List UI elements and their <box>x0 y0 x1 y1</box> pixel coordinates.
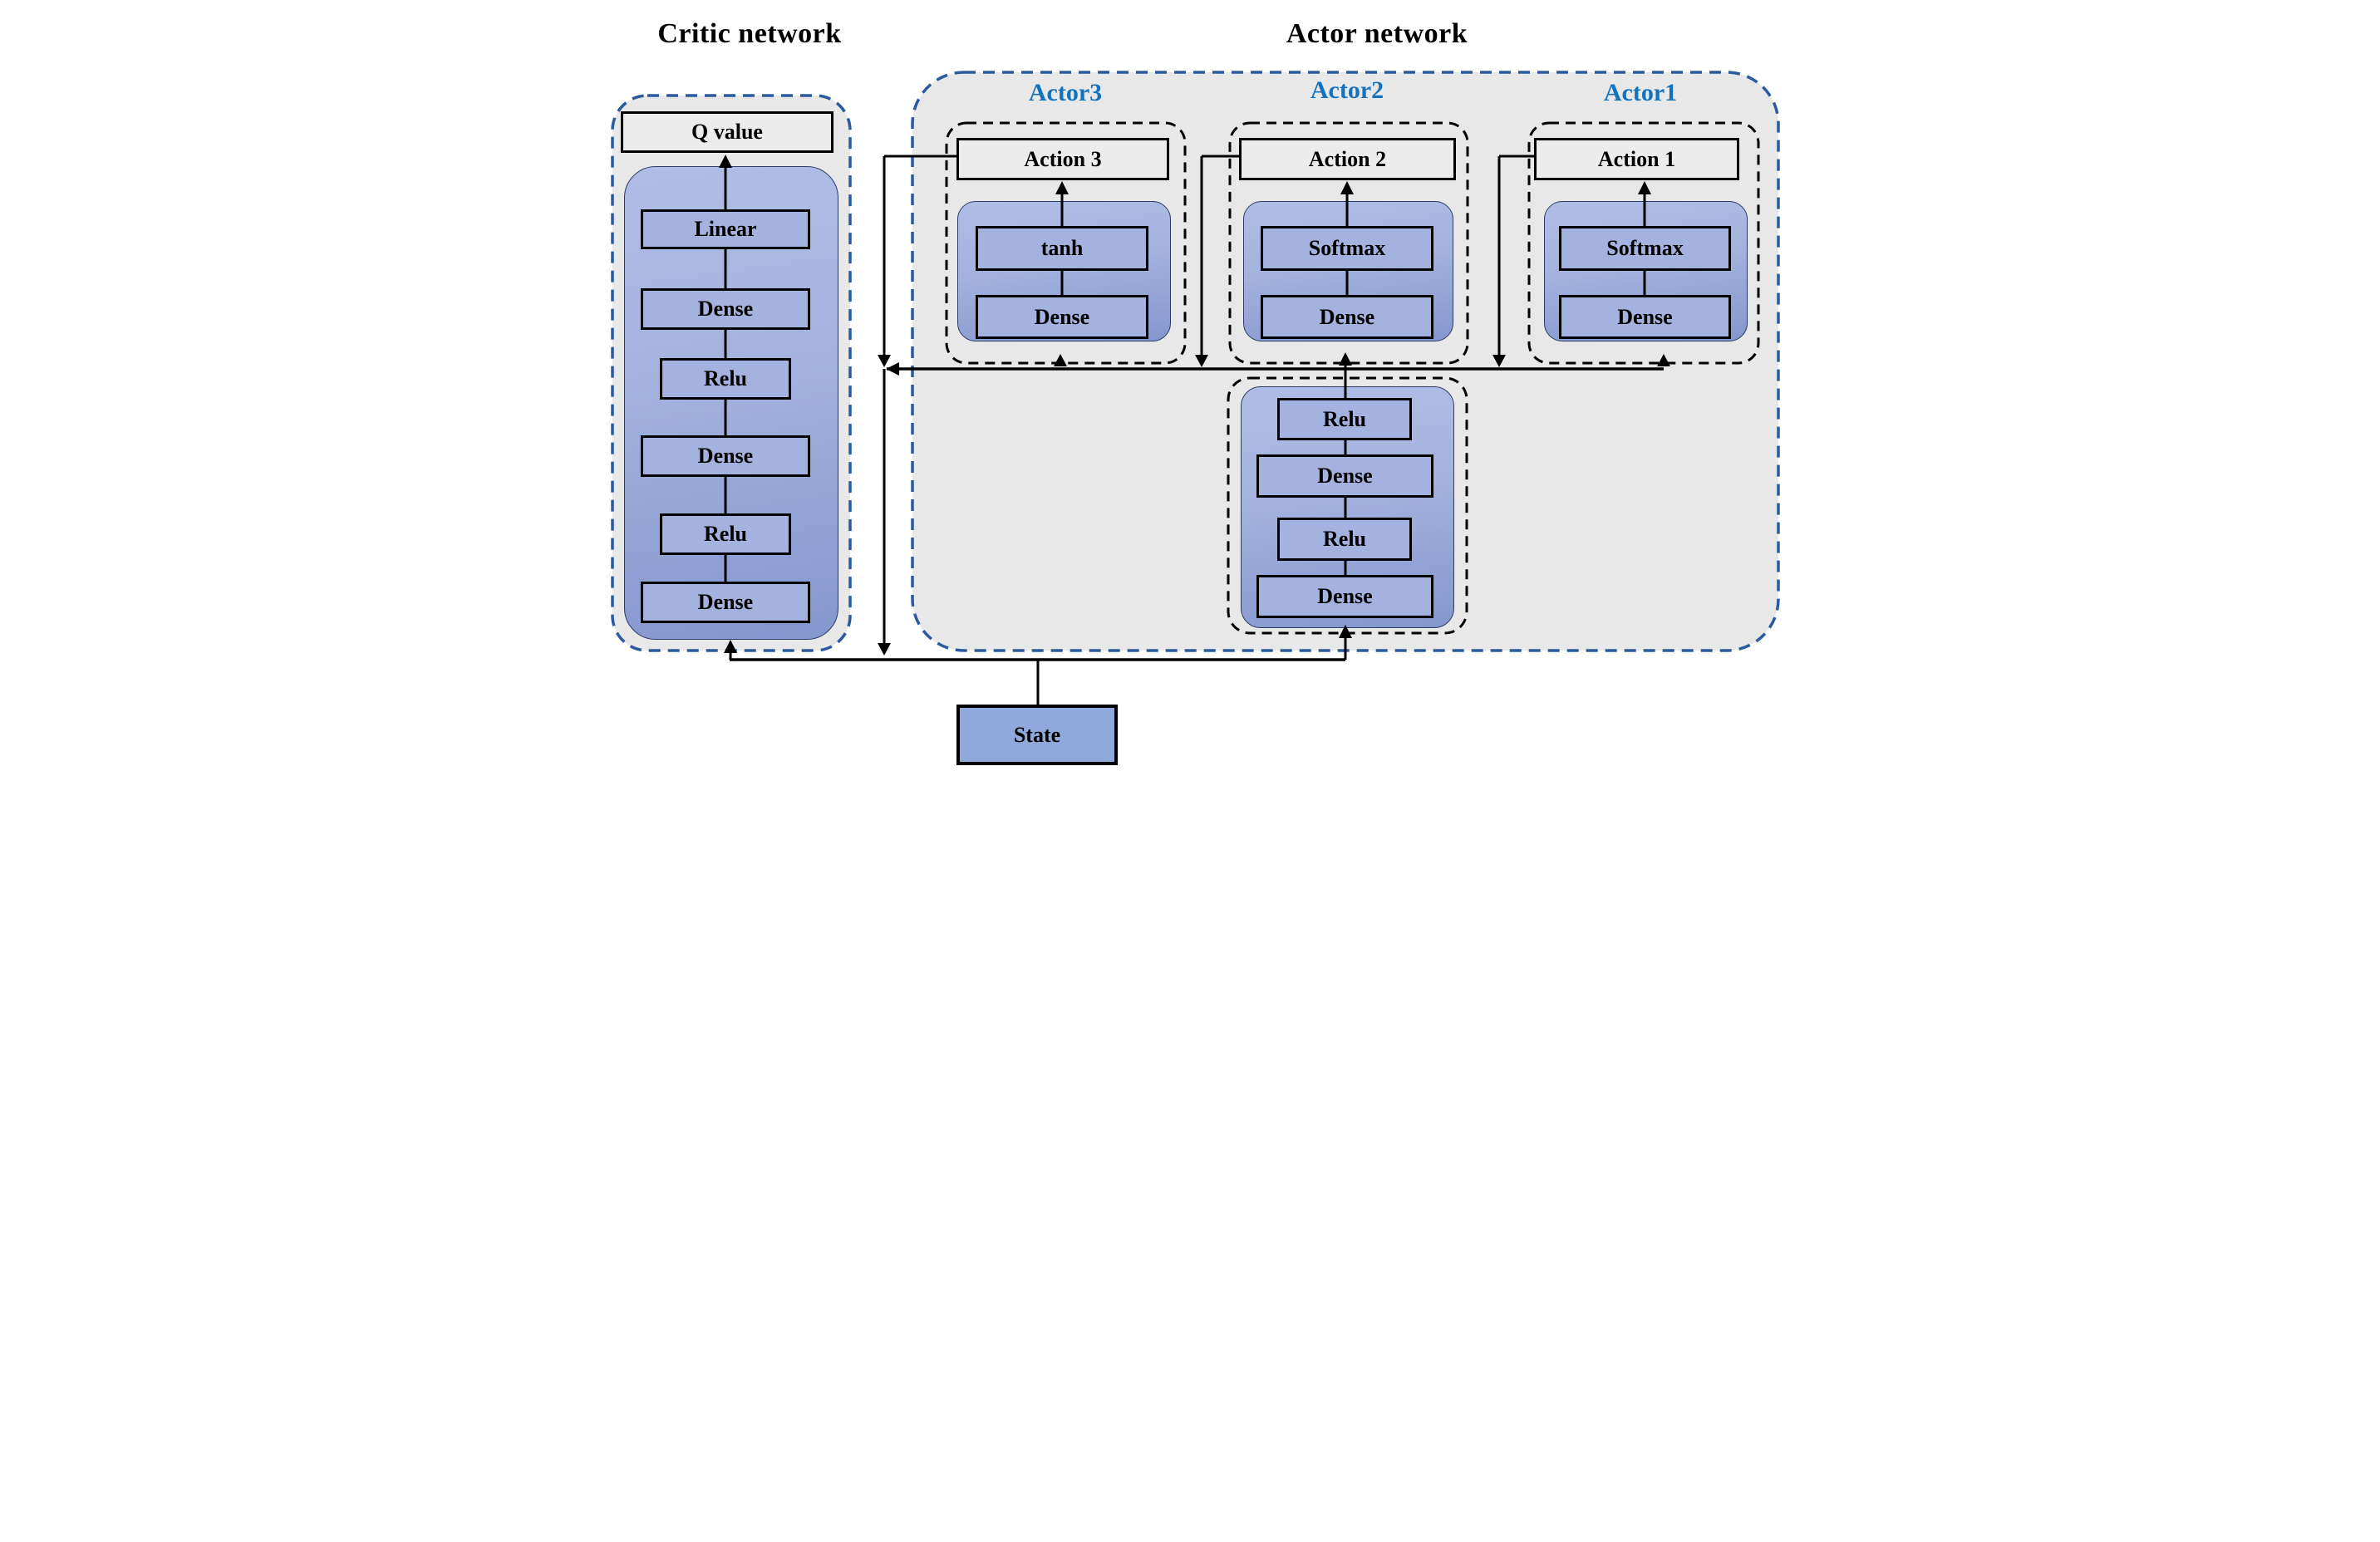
actor1-layer-softmax: Softmax <box>1559 226 1731 271</box>
action2-box: Action 2 <box>1239 138 1456 180</box>
actor3-layer-dense: Dense <box>976 295 1148 339</box>
shared-layer-dense-2: Dense <box>1256 575 1433 618</box>
shared-layer-dense-1: Dense <box>1256 454 1433 498</box>
critic-layer-dense-3: Dense <box>641 582 810 623</box>
distributor-line <box>886 354 1670 376</box>
actor2-layer-dense: Dense <box>1261 295 1433 339</box>
shared-layer-relu-1: Relu <box>1277 398 1412 440</box>
critic-layer-relu-1: Relu <box>660 358 791 400</box>
actor2-label: Actor2 <box>1310 76 1384 104</box>
critic-layer-dense-2: Dense <box>641 435 810 477</box>
critic-network-title: Critic network <box>657 18 842 49</box>
state-box: State <box>956 705 1118 765</box>
q-value-box: Q value <box>621 111 833 153</box>
critic-layer-dense-1: Dense <box>641 288 810 330</box>
action1-output-connector <box>1492 155 1535 367</box>
actor1-layer-dense: Dense <box>1559 295 1731 339</box>
action1-box: Action 1 <box>1534 138 1739 180</box>
actor1-label: Actor1 <box>1603 79 1678 106</box>
actor-network-title: Actor network <box>1286 18 1468 49</box>
architecture-diagram: Critic network Actor network Actor3 Acto… <box>595 0 1785 771</box>
actor2-layer-softmax: Softmax <box>1261 226 1433 271</box>
critic-layer-linear: Linear <box>641 209 810 249</box>
action3-box: Action 3 <box>956 138 1169 180</box>
critic-layer-relu-2: Relu <box>660 513 791 555</box>
actions-collector-line <box>878 156 891 656</box>
actor3-layer-tanh: tanh <box>976 226 1148 271</box>
actor3-label: Actor3 <box>1028 79 1103 106</box>
shared-layer-relu-2: Relu <box>1277 518 1412 561</box>
action2-output-connector <box>1195 155 1240 367</box>
